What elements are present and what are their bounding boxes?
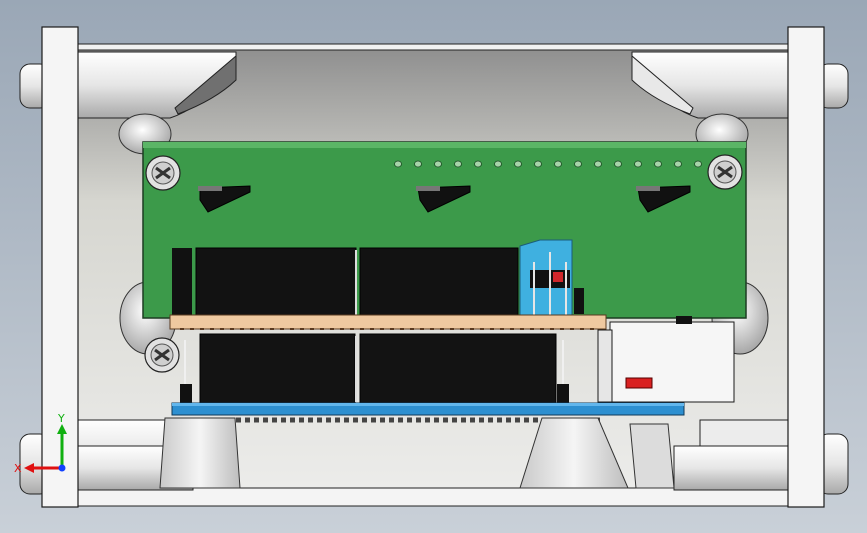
y-axis-arrow [57,424,67,434]
rod-top-right [631,51,849,119]
rod-bottom-right [673,419,849,495]
enclosure-bottom-edge [77,487,789,507]
pcb-bottom[interactable] [171,402,685,423]
screw-top-right [707,154,743,190]
y-axis-label: Y [57,412,65,425]
bottom-supports [159,417,675,489]
screw-middle-left [144,337,180,373]
relay-bank-upper [172,247,519,319]
spacer-board [169,314,607,330]
coordinate-triad: Y X [14,412,67,475]
x-axis-label: X [14,462,22,475]
enclosure-top-edge [77,43,789,51]
side-plate-left [41,26,79,508]
relay-bank-lower [180,333,569,405]
diode-components [198,185,691,213]
terminal-connector [519,239,584,317]
white-module [597,316,735,403]
pin-header-holes [394,160,702,168]
z-axis-dot [58,464,66,472]
x-axis-arrow [24,463,34,473]
screw-top-left [145,155,181,191]
side-plate-right [787,26,825,508]
